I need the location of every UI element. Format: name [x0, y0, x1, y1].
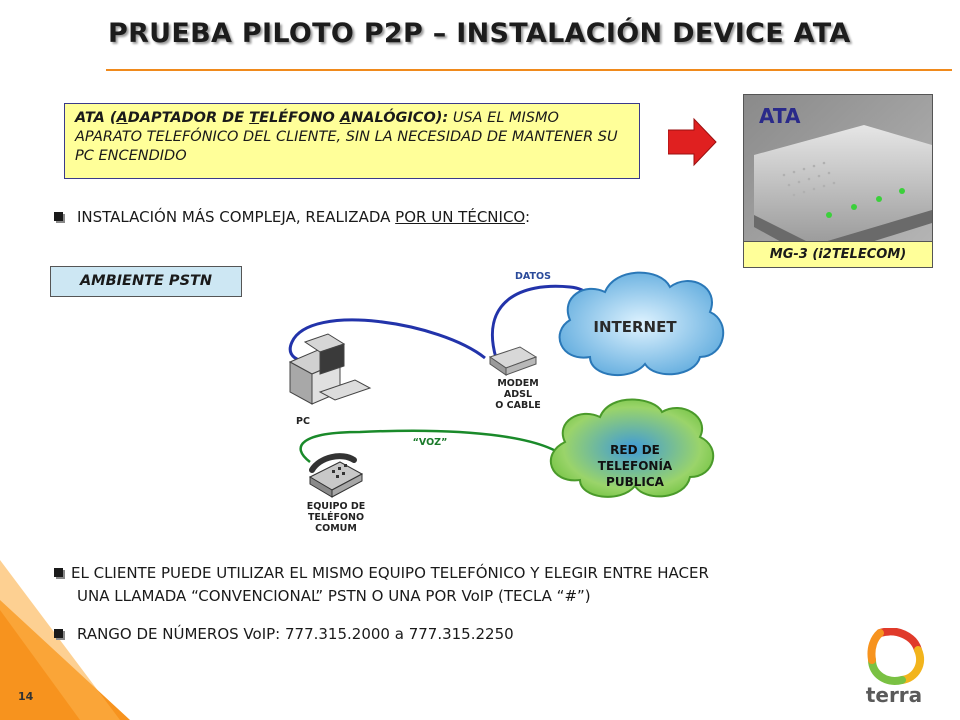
page-number: 14 [18, 690, 34, 703]
bullet-square-icon [54, 629, 63, 638]
telephone-icon [308, 453, 364, 498]
pstn-cloud-label-line2: TELEFONÍA [598, 458, 673, 473]
pc-icon [288, 333, 372, 405]
voz-cable [299, 429, 571, 463]
modem-label-line1: MODEM [497, 378, 538, 389]
modem-label-line3: O CABLE [495, 400, 541, 411]
terra-wordmark: terra [866, 683, 922, 707]
title-underline [106, 69, 952, 71]
bullet-installation: INSTALACIÓN MÁS COMPLEJA, REALIZADA POR … [54, 208, 530, 226]
datos-label: DATOS [515, 271, 551, 282]
pstn-environment-label: AMBIENTE PSTN [50, 266, 242, 297]
phone-label-line1: EQUIPO DE [307, 501, 366, 512]
pc-label: PC [296, 416, 310, 427]
terra-logo: terra [866, 628, 924, 707]
page-title: PRUEBA PILOTO P2P – INSTALACIÓN DEVICE A… [108, 18, 851, 49]
modem-label-line2: ADSL [504, 389, 532, 400]
pstn-network-diagram: INTERNET DATOS MODEM ADSL O CABLE PC “VO… [288, 271, 725, 534]
right-arrow-icon [668, 117, 717, 167]
phone-label-line2: TELÉFONO [308, 511, 364, 523]
bullet-voip-range: RANGO DE NÚMEROS VoIP: 777.315.2000 a 77… [54, 625, 514, 643]
bullet-client-choice: EL CLIENTE PUEDE UTILIZAR EL MISMO EQUIP… [54, 562, 709, 608]
internet-label: INTERNET [593, 318, 677, 336]
voz-label: “VOZ” [413, 437, 448, 448]
phone-label-line3: COMUM [315, 523, 357, 534]
bullet-square-icon [54, 212, 63, 221]
pstn-cloud [549, 398, 715, 498]
pstn-cloud-label-line3: PUBLICA [606, 475, 665, 489]
ata-definition-box: ATA (ADAPTADOR DE TELÉFONO ANALÓGICO): U… [64, 103, 640, 179]
modem-icon [488, 346, 538, 376]
bullet-square-icon [54, 568, 63, 577]
internet-cloud [558, 271, 725, 377]
pc-cable [288, 318, 486, 364]
terra-logo-mark [867, 628, 924, 685]
ata-device-photo [743, 94, 933, 268]
ata-photo-label: ATA [759, 104, 801, 128]
pstn-cloud-label-line1: RED DE [610, 443, 660, 457]
ata-model-caption: MG-3 (i2TELECOM) [743, 241, 933, 268]
